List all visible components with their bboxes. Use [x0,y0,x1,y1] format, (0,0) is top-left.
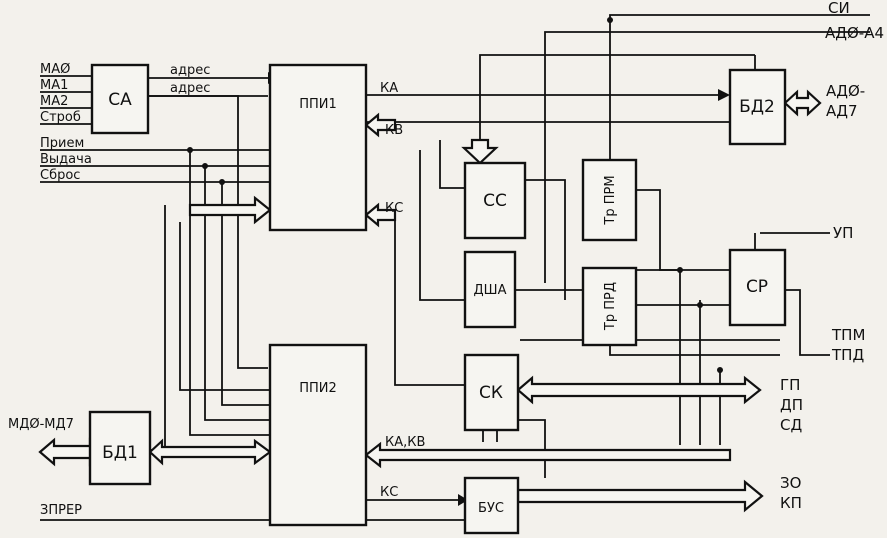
block-sk-label: СК [479,383,503,403]
input-labels: МАØ МА1 МА2 Строб Прием Выдача Сброс [40,62,92,183]
signal-gp: ГП [780,376,800,394]
signal-adres-1: адрес [170,63,210,78]
input-label-1: МА1 [40,78,68,93]
input-label-0: МАØ [40,62,70,77]
signal-adres-2: адрес [170,81,210,96]
block-ppi2 [268,343,368,527]
signal-si: СИ [828,0,850,17]
block-ppi1-label: ППИ1 [299,97,337,112]
block-ppi2-label: ППИ2 [299,381,337,396]
block-bd1 [88,410,152,486]
signal-labels: адрес адрес КА КВ КС КА,КВ КС МДØ-МД7 ЗП… [8,0,884,518]
block-sa [90,63,150,135]
block-sk [463,353,520,432]
blocks: СА ППИ1 ППИ2 БД1 БД2 СС ДША СК БУС Тр ПР… [88,63,787,535]
block-ss-label: СС [483,191,507,211]
signal-up: УП [833,224,853,242]
signal-zprer: ЗПРЕР [40,503,82,518]
signal-ka: КА [380,81,398,96]
signal-tpm: ТПМ [831,326,865,344]
block-bd2 [728,68,787,146]
signal-sd: СД [780,416,802,434]
input-label-6: Сброс [40,168,80,183]
signal-ad-ad7-bottom: АД7 [826,102,858,120]
signal-ka-kv: КА,КВ [385,435,425,450]
block-ppi1 [268,63,368,232]
block-sr [728,248,787,327]
signal-kv: КВ [385,123,403,138]
block-bd1-label: БД1 [102,443,138,463]
block-tr-prm-label: Тр ПРМ [603,175,618,225]
input-label-2: МА2 [40,94,68,109]
signal-ks-1: КС [385,201,403,216]
signal-ad-a4: АДØ-А4 [825,24,884,42]
bus-arrows [38,89,822,513]
signal-tpd: ТПД [831,346,864,364]
signal-zo: ЗО [780,474,801,492]
block-dsha-label: ДША [474,283,507,298]
signal-kp: КП [780,494,802,512]
signal-ad-ad7-top: АДØ- [826,82,865,100]
block-tr-prm [581,158,638,242]
input-label-5: Выдача [40,152,92,167]
block-tr-prd-label: Тр ПРД [603,282,618,331]
signal-md-bus: МДØ-МД7 [8,417,74,432]
signal-dp: ДП [780,396,803,414]
block-sr-label: СР [746,277,768,297]
wires [40,14,870,521]
block-bus-ctrl [463,476,520,535]
block-tr-prd [581,266,638,347]
input-label-3: Строб [40,110,81,125]
block-sa-label: СА [108,90,132,110]
block-bd2-label: БД2 [739,97,775,117]
input-label-4: Прием [40,136,84,151]
block-dsha [463,250,517,329]
block-ss [463,161,527,240]
signal-ks-2: КС [380,485,398,500]
block-bus-ctrl-label: БУС [478,501,504,516]
